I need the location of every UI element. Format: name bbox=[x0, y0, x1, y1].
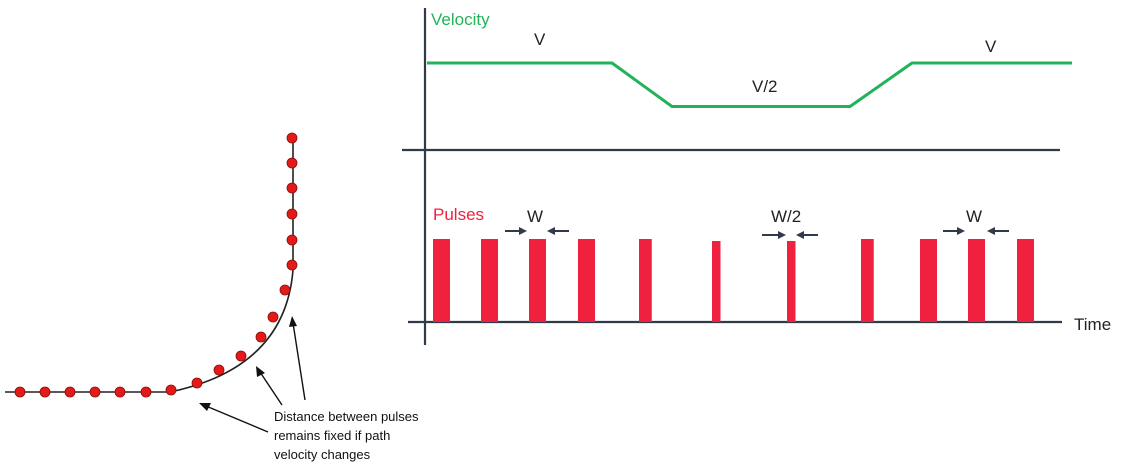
velocity-label-v-half: V/2 bbox=[752, 77, 778, 96]
curved-path-line bbox=[5, 133, 294, 393]
velocity-label-v-left: V bbox=[534, 30, 546, 49]
width-label-w-left: W bbox=[527, 207, 543, 226]
width-arrowhead-left-b bbox=[547, 227, 555, 235]
pointer-arrowhead-3 bbox=[289, 316, 297, 327]
path-dot-10 bbox=[235, 350, 247, 362]
pulse-bar-11 bbox=[1017, 239, 1034, 322]
pointer-arrow-3 bbox=[292, 322, 306, 401]
pulse-bar-5 bbox=[639, 239, 652, 322]
path-dot-8 bbox=[191, 377, 203, 389]
pulse-bar-6 bbox=[712, 241, 721, 322]
pointer-arrow-2 bbox=[259, 371, 283, 406]
pulse-train bbox=[433, 239, 1034, 322]
pulse-bar-4 bbox=[578, 239, 595, 322]
width-marker-half: W/2 bbox=[762, 207, 818, 239]
timing-chart: Velocity V V/2 V Pulses W W/2 W bbox=[402, 8, 1111, 345]
path-dot-7 bbox=[165, 384, 177, 396]
path-dot-12 bbox=[267, 311, 279, 323]
path-dot-9 bbox=[213, 364, 225, 376]
path-dot-11 bbox=[255, 331, 267, 343]
width-arrowhead-half-b bbox=[796, 231, 804, 239]
path-dot-6 bbox=[140, 386, 152, 398]
path-diagram: Distance between pulses remains fixed if… bbox=[5, 132, 419, 462]
width-arrowhead-left-a bbox=[519, 227, 527, 235]
pulse-bar-7 bbox=[787, 241, 796, 322]
velocity-profile-line bbox=[427, 61, 1072, 108]
width-marker-left: W bbox=[505, 207, 569, 235]
path-dot-16 bbox=[286, 208, 298, 220]
width-arrowhead-half-a bbox=[778, 231, 786, 239]
pulse-bar-1 bbox=[433, 239, 450, 322]
pointer-arrows bbox=[199, 316, 306, 433]
time-axis-label: Time bbox=[1074, 315, 1111, 334]
note-line-2: remains fixed if path bbox=[274, 428, 390, 443]
pulse-bar-9 bbox=[920, 239, 937, 322]
note-line-1: Distance between pulses bbox=[274, 409, 419, 424]
path-dot-2 bbox=[39, 386, 51, 398]
width-label-w-half: W/2 bbox=[771, 207, 801, 226]
pointer-arrow-1 bbox=[205, 405, 269, 433]
path-dot-17 bbox=[286, 182, 298, 194]
path-dot-5 bbox=[114, 386, 126, 398]
path-dot-18 bbox=[286, 157, 298, 169]
path-dot-1 bbox=[14, 386, 26, 398]
width-arrowhead-right-b bbox=[987, 227, 995, 235]
path-dot-15 bbox=[286, 234, 298, 246]
pulse-bar-3 bbox=[529, 239, 546, 322]
note-line-3: velocity changes bbox=[274, 447, 371, 462]
velocity-title: Velocity bbox=[431, 10, 490, 29]
pointer-arrowhead-1 bbox=[199, 403, 211, 411]
pointer-arrowhead-2 bbox=[256, 366, 265, 377]
pulse-bar-8 bbox=[861, 239, 874, 322]
path-dot-3 bbox=[64, 386, 76, 398]
width-marker-right: W bbox=[943, 207, 1009, 235]
path-dot-14 bbox=[286, 259, 298, 271]
path-dot-13 bbox=[279, 284, 291, 296]
pulses-title: Pulses bbox=[433, 205, 484, 224]
pulse-bar-2 bbox=[481, 239, 498, 322]
width-label-w-right: W bbox=[966, 207, 982, 226]
path-pulse-dots bbox=[14, 132, 298, 398]
path-dot-4 bbox=[89, 386, 101, 398]
width-arrowhead-right-a bbox=[957, 227, 965, 235]
pulse-bar-10 bbox=[968, 239, 985, 322]
velocity-label-v-right: V bbox=[985, 37, 997, 56]
path-dot-19 bbox=[286, 132, 298, 144]
